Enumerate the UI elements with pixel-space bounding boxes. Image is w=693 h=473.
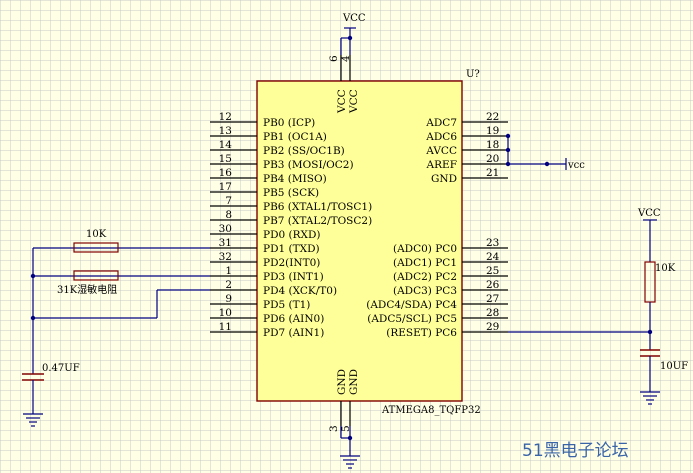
r2-value: 31K湿敏电阻 [57,283,117,296]
r3-value: 10K [655,263,676,274]
left-pin-num-32: 32 [219,251,232,263]
left-pin-label-32: PD2(INT0) [263,257,320,269]
left-pin-num-12: 12 [219,111,232,123]
chip-body[interactable] [256,80,463,402]
resistor-humidity[interactable] [73,270,119,281]
left-pin-label-2: PD4 (XCK/T0) [263,285,337,297]
left-pin-num-9: 9 [225,293,232,305]
right-pin-label-28: (ADC5/SCL) PC5 [367,313,457,325]
left-pin-num-17: 17 [219,181,232,193]
left-pin-num-10: 10 [219,307,232,319]
gnd-bottom-group: 3 5 GND GND [328,369,360,469]
top-pin-label-vcc2: VCC [348,89,360,114]
top-pin-label-vcc1: VCC [336,89,348,114]
right-pin-num-25: 25 [486,265,499,277]
left-pin-label-8: PB7 (XTAL2/TOSC2) [263,215,372,227]
sensor-circuit: 10K 31K湿敏电阻 0.47UF [22,229,210,427]
left-pin-label-14: PB2 (SS/OC1B) [263,145,345,157]
left-pin-num-30: 30 [219,223,232,235]
chip-ref: U? [466,69,480,80]
left-pin-label-30: PD0 (RXD) [263,229,321,241]
bottom-pin-label-gnd2: GND [348,369,360,395]
right-pin-label-25: (ADC2) PC2 [393,271,457,283]
left-pin-num-13: 13 [219,125,232,137]
chip-part: ATMEGA8_TQFP32 [381,405,481,416]
c1-value: 0.47UF [42,363,80,374]
right-pin-num-27: 27 [486,293,499,305]
right-pin-num-28: 28 [486,307,499,319]
left-pin-label-12: PB0 (ICP) [263,117,315,129]
r1-value: 10K [86,229,107,240]
left-pin-num-7: 7 [225,195,232,207]
right-pin-num-22: 22 [486,111,499,123]
vcc-reset-label: VCC [637,208,661,219]
right-pin-num-24: 24 [486,251,500,263]
watermark: 51黑电子论坛 [522,441,629,461]
left-pin-label-13: PB1 (OC1A) [263,131,327,143]
right-pin-label-24: (ADC1) PC1 [393,257,457,269]
bottom-pin-num-5: 5 [340,425,352,432]
vcc-aref-label: vcc [567,160,585,171]
right-pin-label-21: GND [431,173,457,185]
reset-circuit: VCC 10K 10UF [508,208,688,405]
left-pin-label-11: PD7 (AIN1) [263,327,324,339]
resistor-10k[interactable] [73,242,119,253]
left-pin-num-15: 15 [219,153,232,165]
right-pin-label-19: ADC6 [425,131,457,143]
c2-value: 10UF [660,361,688,372]
aref-wiring: vcc [505,133,585,171]
left-pin-label-31: PD1 (TXD) [263,243,320,255]
left-pin-num-1: 1 [225,265,232,277]
left-pin-num-2: 2 [225,279,232,291]
right-pin-label-26: (ADC3) PC3 [393,285,457,297]
left-pin-num-16: 16 [219,167,233,179]
right-pin-label-27: (ADC4/SDA) PC4 [366,299,457,311]
left-pin-num-8: 8 [225,209,232,221]
right-pin-num-20: 20 [486,153,499,165]
vcc-top-label: VCC [342,13,366,24]
left-pin-label-17: PB5 (SCK) [263,187,319,199]
right-pin-num-26: 26 [486,279,500,291]
top-pin-num-4: 4 [340,55,352,62]
bottom-pin-num-3: 3 [328,425,340,432]
left-pin-num-11: 11 [219,321,232,333]
right-pin-label-20: AREF [426,159,457,171]
top-pin-num-6: 6 [328,55,340,62]
bottom-pin-label-gnd1: GND [336,369,348,395]
right-pin-num-21: 21 [486,167,499,179]
left-pin-num-31: 31 [219,237,232,249]
right-pin-label-18: AVCC [425,145,457,157]
left-pin-label-7: PB6 (XTAL1/TOSC1) [263,201,372,213]
right-pin-label-23: (ADC0) PC0 [393,243,457,255]
left-pin-label-16: PB4 (MISO) [263,173,327,185]
vcc-top-group: VCC 6 4 VCC VCC [328,13,366,114]
left-pin-label-9: PD5 (T1) [263,299,310,311]
right-pin-num-18: 18 [486,139,499,151]
right-pin-label-29: (RESET) PC6 [386,327,457,339]
right-pin-label-22: ADC7 [425,117,457,129]
left-pin-label-10: PD6 (AIN0) [263,313,324,325]
left-pin-label-1: PD3 (INT1) [263,271,324,283]
left-pin-label-15: PB3 (MOSI/OC2) [263,159,354,171]
right-pin-num-23: 23 [486,237,499,249]
right-pin-num-19: 19 [486,125,499,137]
right-pin-num-29: 29 [486,321,499,333]
left-pin-num-14: 14 [219,139,233,151]
